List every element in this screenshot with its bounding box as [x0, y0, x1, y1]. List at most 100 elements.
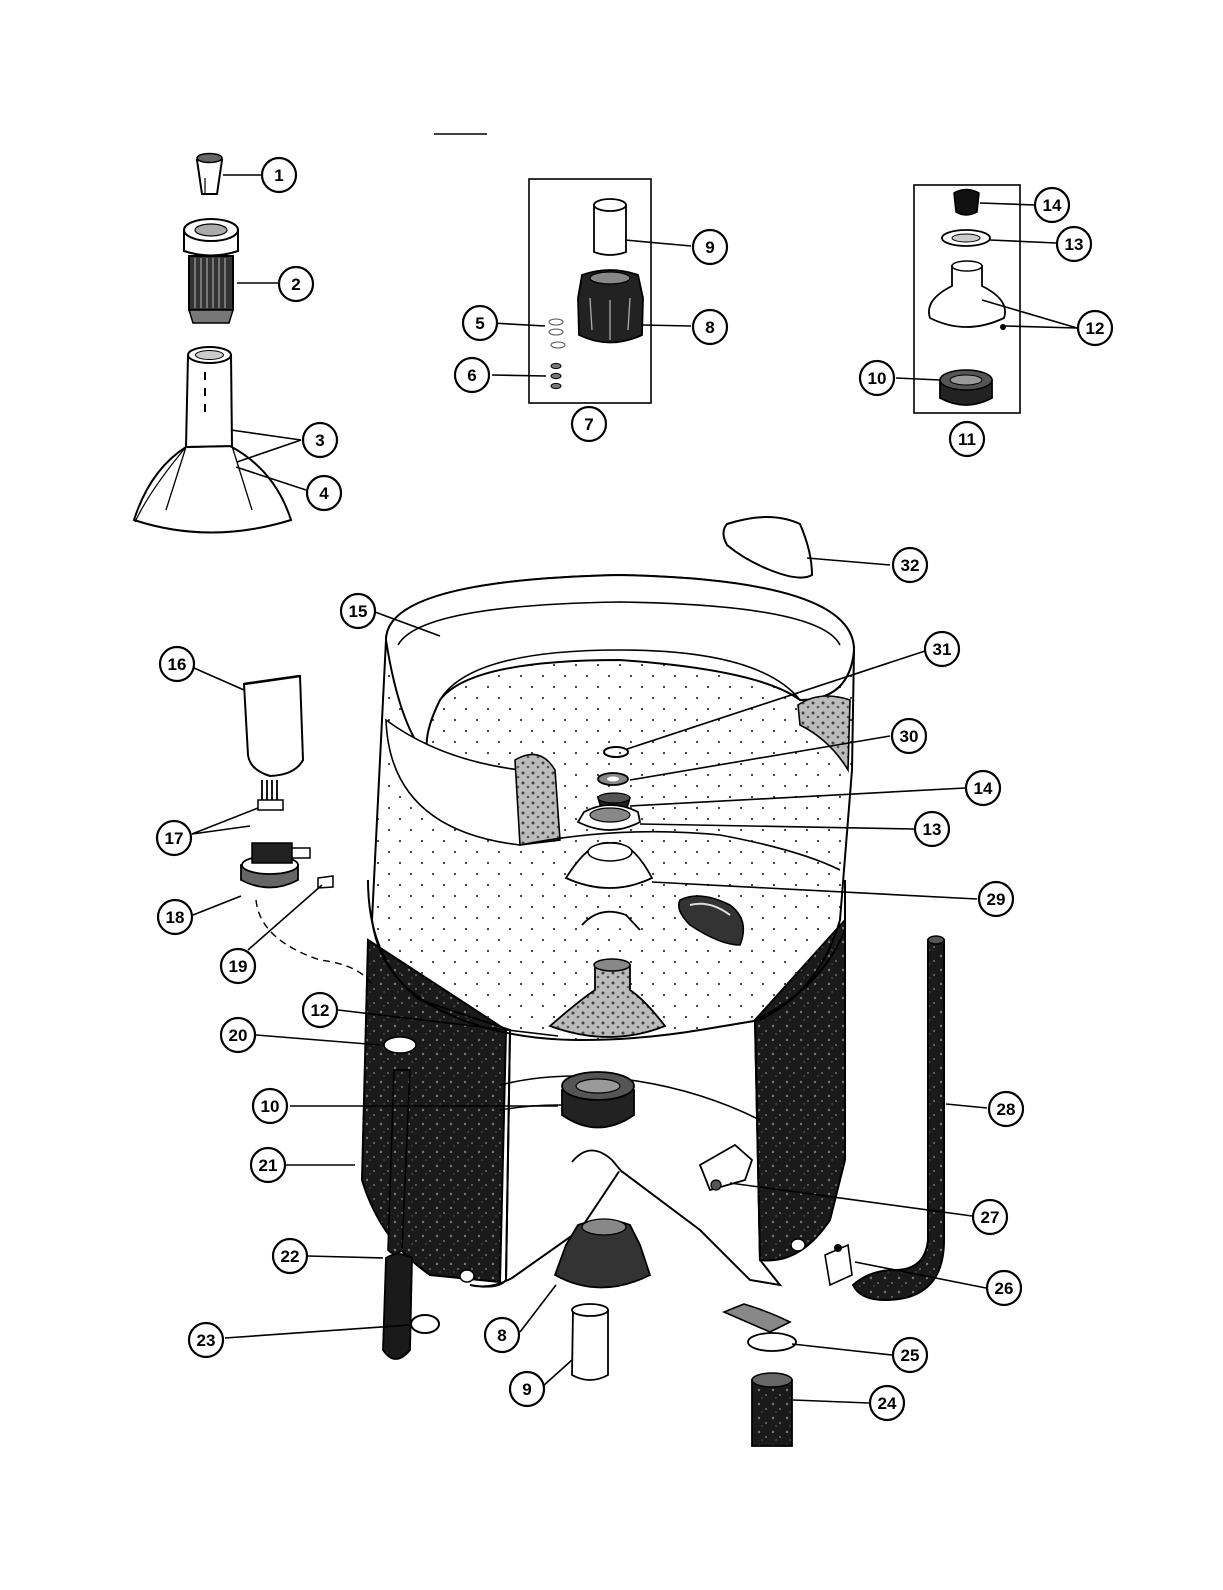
callout-circle	[301, 991, 339, 1029]
callout-number: 17	[165, 829, 184, 848]
callout-c26: 26	[985, 1269, 1023, 1307]
callout-labels: 1234567891011121314151617181920212223242…	[155, 156, 1114, 1422]
callout-circle	[187, 1321, 225, 1359]
callout-number: 11	[958, 430, 976, 449]
callout-circle	[691, 228, 729, 266]
callout-number: 20	[229, 1026, 248, 1045]
callout-number: 8	[497, 1326, 506, 1345]
callout-circle	[964, 769, 1002, 807]
callout-circle	[891, 1336, 929, 1374]
callout-number: 30	[900, 727, 919, 746]
callout-circle	[339, 592, 377, 630]
callout-c13b: 13	[913, 810, 951, 848]
callout-c15: 15	[339, 592, 377, 630]
callout-number: 29	[987, 890, 1006, 909]
callout-number: 10	[868, 369, 887, 388]
callout-c8a: 8	[691, 308, 729, 346]
callout-c9a: 9	[691, 228, 729, 266]
callout-circle	[570, 405, 608, 443]
callout-circle	[249, 1146, 287, 1184]
callout-c23: 23	[187, 1321, 225, 1359]
callout-c9b: 9	[508, 1370, 546, 1408]
callout-circle	[890, 717, 928, 755]
callout-c27: 27	[971, 1198, 1009, 1236]
callout-c19: 19	[219, 947, 257, 985]
callout-c14a: 14	[1033, 186, 1071, 224]
callout-number: 24	[878, 1394, 897, 1413]
callout-number: 26	[995, 1279, 1014, 1298]
callout-number: 25	[901, 1346, 920, 1365]
callout-c12a: 12	[1076, 309, 1114, 347]
callout-number: 16	[168, 655, 187, 674]
callout-circle	[301, 421, 339, 459]
part-box-7	[528, 178, 652, 404]
callout-circle	[691, 308, 729, 346]
callout-number: 21	[259, 1156, 278, 1175]
callout-circle	[483, 1316, 521, 1354]
callout-number: 13	[923, 820, 942, 839]
callout-c30: 30	[890, 717, 928, 755]
part-gasket-32	[722, 516, 814, 579]
center-stack	[548, 746, 667, 1381]
callout-circle	[155, 819, 193, 857]
callout-number: 23	[197, 1331, 216, 1350]
callout-circle	[987, 1090, 1025, 1128]
callout-number: 9	[522, 1380, 531, 1399]
callout-c7: 7	[570, 405, 608, 443]
callout-circle	[1033, 186, 1071, 224]
callout-number: 28	[997, 1100, 1016, 1119]
callout-circle	[219, 1016, 257, 1054]
callout-c1: 1	[260, 156, 298, 194]
callout-c32: 32	[891, 546, 929, 584]
callout-number: 12	[311, 1001, 330, 1020]
left-parts	[240, 674, 440, 1360]
callout-number: 5	[475, 314, 484, 333]
callout-circle	[271, 1237, 309, 1275]
callout-number: 12	[1086, 319, 1105, 338]
callout-number: 14	[1043, 196, 1062, 215]
callout-number: 7	[584, 415, 593, 434]
callout-c18: 18	[156, 898, 194, 936]
callout-number: 31	[933, 640, 952, 659]
callout-circle	[923, 630, 961, 668]
callout-circle	[158, 645, 196, 683]
callout-c13a: 13	[1055, 225, 1093, 263]
callout-number: 13	[1065, 235, 1084, 254]
callout-number: 15	[349, 602, 368, 621]
part-dispenser	[183, 218, 239, 324]
callout-c2: 2	[277, 265, 315, 303]
callout-c6: 6	[453, 356, 491, 394]
callout-circle	[985, 1269, 1023, 1307]
callout-number: 32	[901, 556, 920, 575]
callout-c4: 4	[305, 474, 343, 512]
callout-number: 19	[229, 957, 248, 976]
callout-number: 3	[315, 431, 324, 450]
callout-number: 4	[319, 484, 329, 503]
callout-circle	[1055, 225, 1093, 263]
callout-c11: 11	[948, 420, 986, 458]
callout-c10a: 10	[858, 359, 896, 397]
callout-number: 27	[981, 1208, 1000, 1227]
callout-c12b: 12	[301, 991, 339, 1029]
callout-number: 14	[974, 779, 993, 798]
callout-c28: 28	[987, 1090, 1025, 1128]
callout-circle	[251, 1087, 289, 1125]
callout-circle	[868, 1384, 906, 1422]
callout-circle	[971, 1198, 1009, 1236]
callout-circle	[453, 356, 491, 394]
callout-circle	[913, 810, 951, 848]
part-cap	[195, 152, 224, 195]
callout-circle	[219, 947, 257, 985]
callout-circle	[977, 880, 1015, 918]
callout-c21: 21	[249, 1146, 287, 1184]
callout-number: 8	[705, 318, 714, 337]
callout-circle	[948, 420, 986, 458]
leader-lines	[191, 174, 1078, 1404]
callout-circle	[277, 265, 315, 303]
callout-c10b: 10	[251, 1087, 289, 1125]
callout-c31: 31	[923, 630, 961, 668]
callout-circle	[891, 546, 929, 584]
callout-number: 22	[281, 1247, 300, 1266]
callout-number: 18	[166, 908, 185, 927]
